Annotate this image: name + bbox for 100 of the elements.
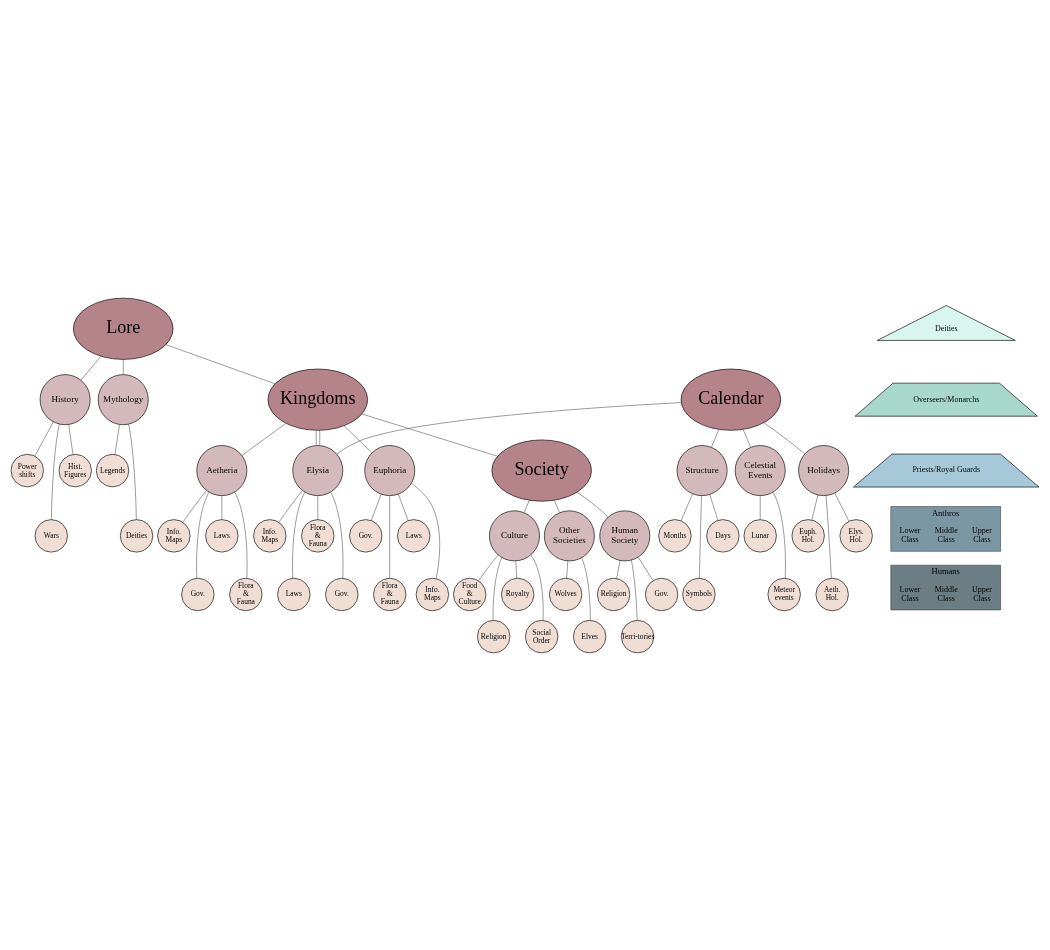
connector bbox=[34, 421, 54, 456]
connector bbox=[411, 482, 440, 579]
node-circle: Mythology bbox=[97, 373, 149, 425]
node-ellipse: Lore bbox=[73, 297, 174, 360]
node-circle: Laws bbox=[397, 518, 431, 552]
connector bbox=[51, 423, 60, 520]
node-circle: Structure bbox=[676, 444, 728, 496]
connector bbox=[554, 499, 560, 513]
connector bbox=[581, 557, 591, 621]
node-circle: Euph. Hol. bbox=[791, 518, 825, 552]
node-circle: Aeth. Hol. bbox=[815, 577, 849, 611]
node-circle: Other Societies bbox=[544, 510, 595, 561]
node-circle: Elys. Hol. bbox=[839, 518, 873, 552]
node-circle: Social Order bbox=[525, 619, 559, 653]
connector bbox=[478, 554, 499, 581]
node-circle: Religion bbox=[477, 619, 511, 653]
node-ellipse: Society bbox=[491, 439, 592, 502]
node-circle: Symbols bbox=[682, 577, 716, 611]
connector bbox=[361, 413, 498, 456]
node-ellipse: Calendar bbox=[680, 368, 782, 431]
connector bbox=[711, 428, 720, 447]
node-circle: Gov. bbox=[325, 577, 359, 611]
node-text: Upper Class bbox=[971, 525, 992, 544]
node-circle: Gov. bbox=[645, 577, 679, 611]
connector bbox=[292, 491, 306, 578]
node-circle: Deities bbox=[119, 518, 154, 552]
node-circle: Legends bbox=[96, 453, 130, 487]
connector bbox=[759, 495, 761, 520]
connector bbox=[530, 554, 544, 621]
connector bbox=[315, 429, 317, 446]
node-circle: Euphoria bbox=[364, 444, 416, 496]
connector bbox=[330, 491, 344, 578]
node-circle: Holidays bbox=[798, 444, 849, 496]
node-circle: Laws bbox=[205, 518, 239, 552]
node-circle: Meteor events bbox=[767, 577, 801, 611]
connector bbox=[631, 559, 638, 621]
connector bbox=[637, 556, 654, 581]
connector bbox=[317, 495, 319, 520]
node-circle: Culture bbox=[489, 510, 540, 561]
connector bbox=[68, 423, 74, 455]
connector bbox=[128, 423, 137, 520]
connector bbox=[523, 499, 530, 513]
node-circle: Power shifts bbox=[10, 453, 44, 487]
node-circle: Wolves bbox=[549, 577, 583, 611]
node-circle: Wars bbox=[34, 518, 68, 552]
connector bbox=[492, 556, 503, 621]
connector bbox=[680, 493, 693, 521]
node-text: Lower Class bbox=[899, 584, 921, 603]
connector bbox=[772, 491, 786, 578]
connector bbox=[80, 355, 102, 380]
connector bbox=[343, 425, 373, 453]
node-circle: Flora & Fauna bbox=[229, 577, 263, 611]
connector bbox=[336, 401, 682, 454]
node-circle: Food & Culture bbox=[453, 577, 487, 611]
node-circle: Royalty bbox=[501, 577, 535, 611]
connector bbox=[811, 494, 819, 520]
connector bbox=[566, 560, 569, 578]
connector bbox=[515, 560, 518, 578]
node-circle: Info. Maps bbox=[415, 577, 449, 611]
connector bbox=[825, 494, 832, 578]
connector bbox=[389, 494, 390, 578]
node-circle: Gov. bbox=[349, 518, 383, 552]
connector bbox=[122, 358, 124, 375]
connector bbox=[221, 495, 223, 520]
connector bbox=[278, 489, 303, 522]
connector bbox=[834, 492, 850, 521]
node-circle: Religion bbox=[597, 577, 631, 611]
connector bbox=[576, 491, 609, 517]
connector bbox=[182, 489, 207, 522]
node-circle: Elves bbox=[573, 619, 607, 653]
node-text: Lower Class bbox=[899, 525, 921, 544]
node-circle: Days bbox=[706, 518, 740, 552]
node-text: Middle Class bbox=[934, 525, 958, 544]
node-circle: Flora & Fauna bbox=[373, 577, 407, 611]
connector bbox=[196, 491, 210, 578]
node-circle: Months bbox=[658, 518, 692, 552]
connector bbox=[165, 343, 276, 384]
connector bbox=[114, 423, 120, 455]
connector bbox=[763, 422, 806, 454]
node-circle: Celestial Events bbox=[734, 444, 786, 496]
connector bbox=[742, 428, 751, 448]
node-circle: Flora & Fauna bbox=[301, 518, 335, 552]
connector bbox=[616, 559, 621, 579]
node-circle: Info. Maps bbox=[157, 518, 191, 552]
node-circle: Human Society bbox=[599, 510, 651, 561]
connector bbox=[241, 422, 287, 456]
node-circle: History bbox=[39, 373, 91, 425]
node-circle: Aetheria bbox=[196, 444, 248, 496]
connector bbox=[699, 494, 702, 578]
node-circle: Lunar bbox=[743, 518, 777, 552]
node-circle: Laws bbox=[277, 577, 311, 611]
node-circle: Terri-tories bbox=[621, 619, 655, 653]
node-text: Middle Class bbox=[934, 584, 958, 603]
connector bbox=[709, 493, 719, 521]
node-text: Upper Class bbox=[971, 584, 992, 603]
node-circle: Hist. Figures bbox=[58, 453, 92, 487]
node-circle: Info. Maps bbox=[253, 518, 287, 552]
node-circle: Elysia bbox=[292, 444, 344, 496]
connector bbox=[398, 493, 409, 521]
node-circle: Gov. bbox=[181, 577, 215, 611]
